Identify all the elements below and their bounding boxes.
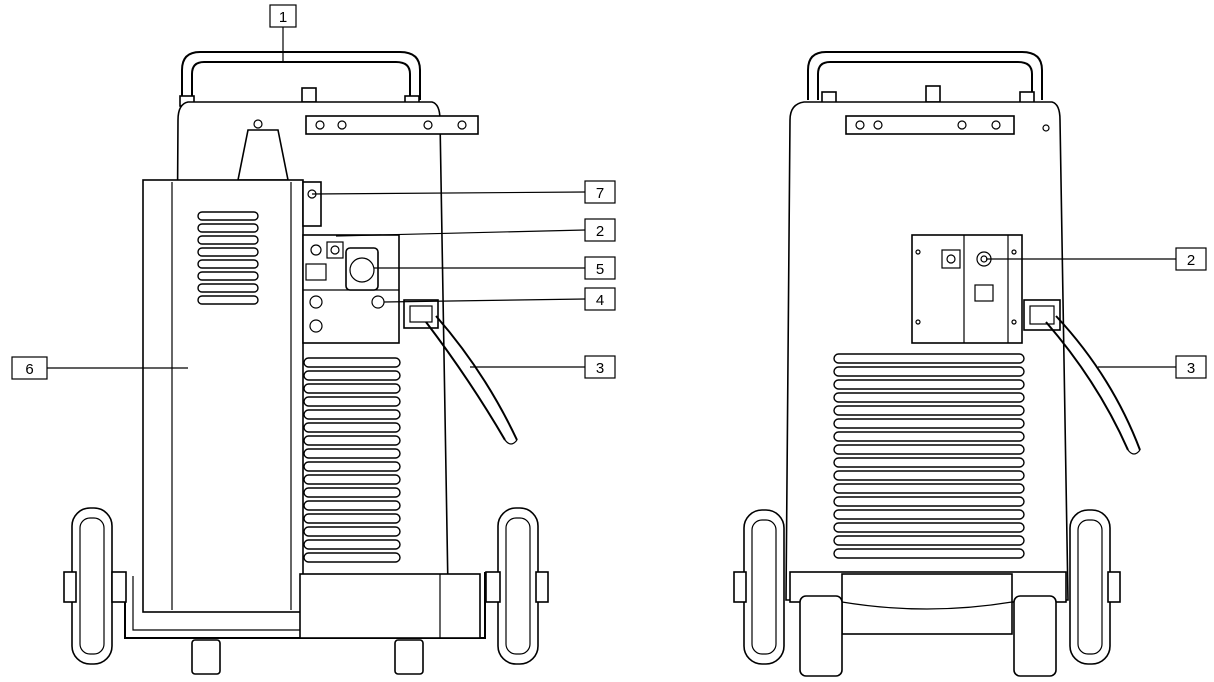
right-leader-lines bbox=[986, 258, 1176, 368]
right-cabinet-vents bbox=[833, 353, 1025, 559]
callout-3-right: 3 bbox=[1175, 355, 1207, 379]
right-trolley-base bbox=[789, 571, 1067, 677]
left-power-cable bbox=[403, 299, 518, 445]
svg-text:2: 2 bbox=[1187, 252, 1195, 269]
svg-text:1: 1 bbox=[279, 9, 287, 26]
callout-4: 4 bbox=[584, 287, 616, 311]
left-feeder-cover bbox=[142, 179, 304, 613]
left-machine-view bbox=[47, 27, 586, 675]
svg-text:3: 3 bbox=[596, 360, 604, 377]
right-handle bbox=[807, 51, 1043, 105]
callout-2-left: 2 bbox=[584, 218, 616, 242]
left-connection-panel bbox=[302, 234, 400, 344]
left-handle bbox=[179, 51, 421, 107]
right-top-bracket bbox=[845, 115, 1015, 135]
right-power-cable bbox=[1023, 299, 1141, 455]
svg-text:2: 2 bbox=[596, 223, 604, 240]
right-connection-panel bbox=[911, 234, 1023, 344]
left-cover-vents bbox=[197, 211, 259, 305]
svg-text:7: 7 bbox=[596, 185, 604, 202]
callout-2-right: 2 bbox=[1175, 247, 1207, 271]
callout-1: 1 bbox=[269, 4, 297, 28]
svg-text:5: 5 bbox=[596, 261, 604, 278]
callout-5: 5 bbox=[584, 256, 616, 280]
callout-7: 7 bbox=[584, 180, 616, 204]
svg-text:6: 6 bbox=[25, 361, 33, 378]
left-wheel-left bbox=[63, 507, 127, 665]
svg-text:4: 4 bbox=[596, 292, 604, 309]
left-cabinet-vents bbox=[303, 357, 401, 563]
callout-3-left: 3 bbox=[584, 355, 616, 379]
svg-text:3: 3 bbox=[1187, 360, 1195, 377]
right-machine-view bbox=[733, 51, 1176, 677]
left-trolley-base bbox=[124, 572, 486, 675]
right-wheel-right bbox=[1069, 509, 1121, 665]
callout-6: 6 bbox=[11, 356, 48, 380]
left-wheel-right bbox=[485, 507, 549, 665]
left-top-bracket bbox=[305, 115, 479, 135]
left-small-switch-panel bbox=[302, 181, 322, 227]
right-wheel-left bbox=[733, 509, 785, 665]
left-leader-lines bbox=[47, 27, 586, 369]
